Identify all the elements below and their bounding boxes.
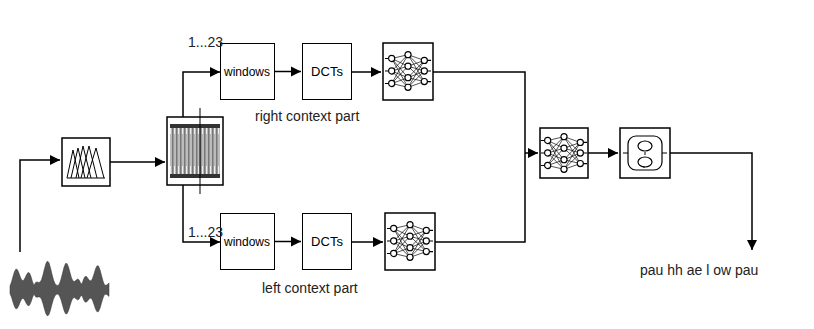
part-name: right context part <box>255 108 359 124</box>
box-label: DCTs <box>311 234 343 249</box>
dct-box: DCTs <box>302 43 352 100</box>
connector-arrow <box>275 71 302 73</box>
windows-box: windows <box>220 43 275 100</box>
windows-box: windows <box>220 213 275 270</box>
part-name: left context part <box>262 280 358 296</box>
phoneme-output: pau hh ae l ow pau <box>640 262 758 278</box>
dct-box: DCTs <box>302 213 352 270</box>
box-label: windows <box>224 235 270 249</box>
channel-range: 1...23 <box>188 34 223 50</box>
box-label: windows <box>224 65 270 79</box>
connector-arrow <box>275 241 302 243</box>
box-label: DCTs <box>311 64 343 79</box>
channel-range: 1...23 <box>188 224 223 240</box>
